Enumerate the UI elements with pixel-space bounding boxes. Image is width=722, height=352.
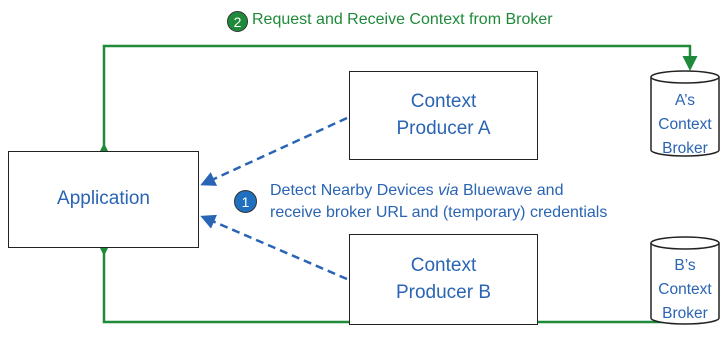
broker-a-line2: Context — [658, 116, 712, 134]
broker-a-line1: A’s — [674, 92, 696, 109]
broker-a-cylinder — [650, 70, 720, 157]
broker-b-label: B’s Context Broker — [645, 254, 722, 326]
broker-b-line1: B’s — [674, 257, 696, 274]
broker-a-line3: Broker — [662, 140, 708, 158]
step-1-line1-after: Bluewave and — [458, 182, 564, 199]
step-1-number: 1 — [241, 193, 250, 210]
step-2-number: 2 — [233, 13, 242, 30]
context-producer-a-box: Context Producer A — [349, 71, 538, 160]
step-1-line2: receive broker URL and (temporary) crede… — [270, 203, 608, 221]
step-1-line1-before: Detect Nearby Devices — [270, 182, 439, 199]
top-green-connector — [96, 44, 698, 158]
step-1-annotation: Detect Nearby Devices via Bluewave and r… — [270, 180, 607, 223]
broker-b-cylinder — [650, 236, 720, 325]
broker-b-line2: Context — [658, 281, 712, 299]
step-2-annotation: Request and Receive Context from Broker — [252, 11, 553, 28]
step-2-badge: 2 — [227, 11, 248, 32]
producer-b-line2: Producer B — [395, 281, 492, 303]
application-label: Application — [57, 188, 150, 210]
producer-a-line1: Context — [410, 91, 477, 113]
application-box: Application — [8, 151, 199, 248]
dashed-arrow-from-producer-b — [200, 214, 348, 281]
broker-a-label: A’s Context Broker — [645, 89, 722, 161]
producer-b-line1: Context — [410, 255, 477, 277]
producer-a-line2: Producer A — [396, 117, 491, 139]
context-producer-b-box: Context Producer B — [349, 234, 538, 325]
step-1-line1-italic: via — [438, 182, 459, 199]
broker-b-line3: Broker — [662, 305, 708, 323]
step-1-badge: 1 — [234, 190, 257, 213]
dashed-arrow-from-producer-a — [200, 116, 348, 186]
step-1-line1: Detect Nearby Devices via Bluewave and — [270, 180, 607, 202]
